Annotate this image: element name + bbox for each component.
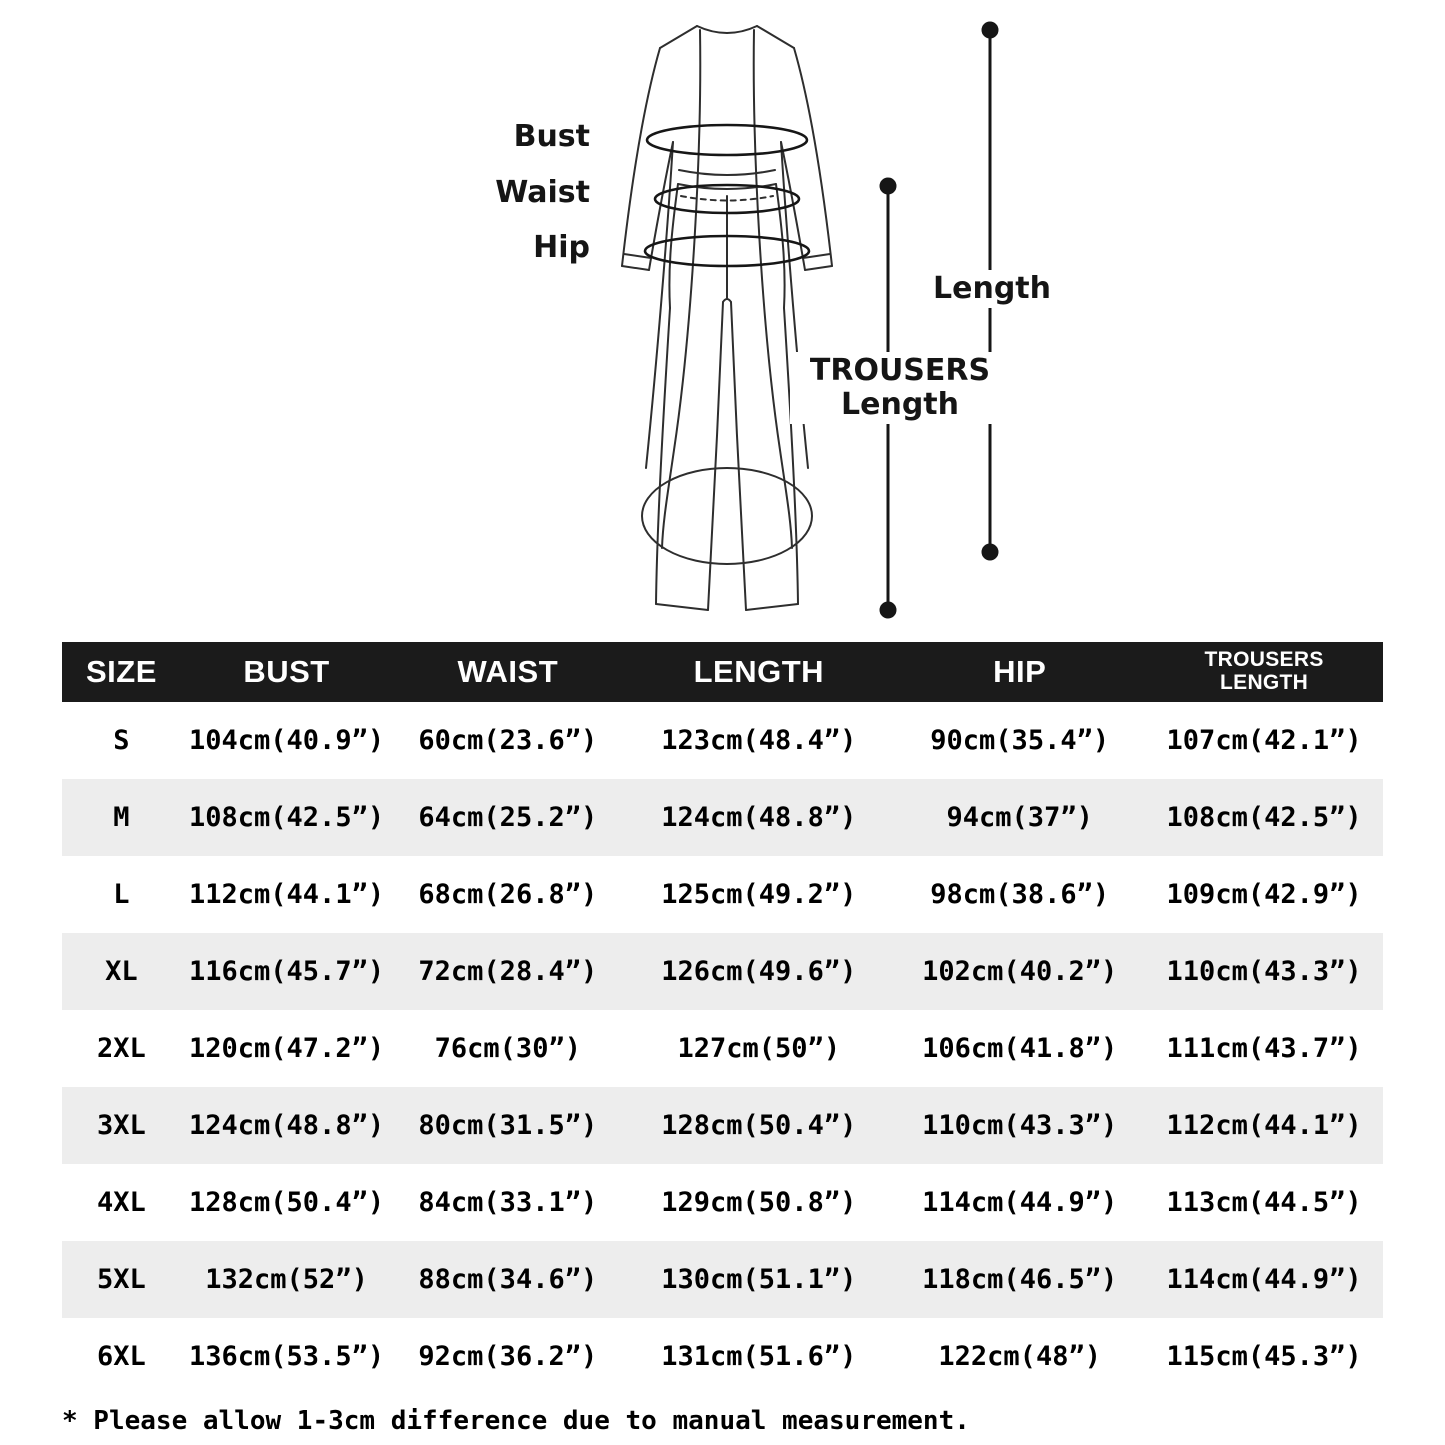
measurement-cell: 94cm(37”)	[946, 802, 1093, 833]
measurement-cell: 120cm(47.2”)	[189, 1033, 385, 1064]
measurement-cell: 130cm(51.1”)	[661, 1264, 857, 1295]
size-cell: 4XL	[97, 1187, 146, 1218]
size-cell: S	[113, 725, 130, 756]
measurement-cell: 60cm(23.6”)	[418, 725, 598, 756]
measurement-cell: 110cm(43.3”)	[1166, 956, 1362, 987]
size-cell: M	[113, 802, 130, 833]
header-trousers-length: TROUSERS LENGTH	[1145, 642, 1383, 702]
size-cell: 5XL	[97, 1264, 146, 1295]
measurement-cell: 122cm(48”)	[938, 1341, 1101, 1372]
size-cell: 3XL	[97, 1110, 146, 1141]
hip-label: Hip	[533, 230, 590, 265]
cardigan-outline	[621, 25, 833, 611]
length-label: Length	[930, 270, 1054, 308]
measurement-cell: 129cm(50.8”)	[661, 1187, 857, 1218]
size-table-body: S 104cm(40.9”) 60cm(23.6”) 123cm(48.4”) 90cm…	[62, 702, 1383, 1395]
table-row: XL 116cm(45.7”) 72cm(28.4”) 126cm(49.6”) 102…	[62, 933, 1383, 1010]
table-row: M 108cm(42.5”) 64cm(25.2”) 124cm(48.8”) 94cm…	[62, 779, 1383, 856]
measurement-cell: 80cm(31.5”)	[418, 1110, 598, 1141]
header-trousers-length-text: TROUSERS LENGTH	[1204, 648, 1324, 694]
measurement-cell: 112cm(44.1”)	[1166, 1110, 1362, 1141]
measurement-cell: 109cm(42.9”)	[1166, 879, 1362, 910]
size-table: SIZE BUST WAIST LENGTH HIP TROUSERS LENG…	[62, 642, 1383, 1395]
measurement-cell: 102cm(40.2”)	[922, 956, 1118, 987]
table-row: 2XL 120cm(47.2”) 76cm(30”) 127cm(50”) 106cm(…	[62, 1010, 1383, 1087]
measurement-cell: 124cm(48.8”)	[661, 802, 857, 833]
garment-diagram: Bust Waist Hip Length TROUSERS Length	[0, 0, 1445, 642]
measurement-cell: 116cm(45.7”)	[189, 956, 385, 987]
measurement-cell: 123cm(48.4”)	[661, 725, 857, 756]
measurement-cell: 92cm(36.2”)	[418, 1341, 598, 1372]
measurement-cell: 104cm(40.9”)	[189, 725, 385, 756]
measurement-cell: 126cm(49.6”)	[661, 956, 857, 987]
measurement-cell: 98cm(38.6”)	[930, 879, 1110, 910]
measurement-cell: 90cm(35.4”)	[930, 725, 1110, 756]
table-header-row: SIZE BUST WAIST LENGTH HIP TROUSERS LENG…	[62, 642, 1383, 702]
measurement-cell: 128cm(50.4”)	[661, 1110, 857, 1141]
measurement-cell: 107cm(42.1”)	[1166, 725, 1362, 756]
measurement-cell: 72cm(28.4”)	[418, 956, 598, 987]
measurement-cell: 132cm(52”)	[205, 1264, 368, 1295]
waist-label: Waist	[495, 175, 590, 210]
measurement-cell: 114cm(44.9”)	[922, 1187, 1118, 1218]
measurement-cell: 108cm(42.5”)	[1166, 802, 1362, 833]
header-hip: HIP	[894, 642, 1146, 702]
size-cell: XL	[105, 956, 138, 987]
trousers-length-label-line2: Length	[841, 387, 959, 422]
header-waist: WAIST	[392, 642, 624, 702]
measurement-cell: 106cm(41.8”)	[922, 1033, 1118, 1064]
measurement-cell: 131cm(51.6”)	[661, 1341, 857, 1372]
measurement-cell: 128cm(50.4”)	[189, 1187, 385, 1218]
size-cell: L	[113, 879, 130, 910]
table-row: 3XL 124cm(48.8”) 80cm(31.5”) 128cm(50.4”) 11…	[62, 1087, 1383, 1164]
measurement-cell: 124cm(48.8”)	[189, 1110, 385, 1141]
garment-illustration	[621, 21, 999, 619]
trousers-length-label: TROUSERS Length	[790, 352, 1010, 424]
table-row: 6XL 136cm(53.5”) 92cm(36.2”) 131cm(51.6”) 12…	[62, 1318, 1383, 1395]
header-length: LENGTH	[623, 642, 895, 702]
measurement-cell: 110cm(43.3”)	[922, 1110, 1118, 1141]
table-row: L 112cm(44.1”) 68cm(26.8”) 125cm(49.2”) 98cm…	[62, 856, 1383, 933]
measurement-ellipses	[643, 123, 811, 268]
measurement-cell: 64cm(25.2”)	[418, 802, 598, 833]
measurement-cell: 108cm(42.5”)	[189, 802, 385, 833]
measurement-note: * Please allow 1-3cm difference due to m…	[62, 1406, 970, 1436]
measurement-cell: 111cm(43.7”)	[1166, 1033, 1362, 1064]
bust-label: Bust	[513, 119, 590, 154]
measurement-cell: 115cm(45.3”)	[1166, 1341, 1362, 1372]
measurement-cell: 68cm(26.8”)	[418, 879, 598, 910]
measurement-cell: 88cm(34.6”)	[418, 1264, 598, 1295]
header-size: SIZE	[62, 642, 181, 702]
measurement-cell: 136cm(53.5”)	[189, 1341, 385, 1372]
trousers-length-label-line1: TROUSERS	[809, 353, 991, 388]
size-cell: 2XL	[97, 1033, 146, 1064]
size-cell: 6XL	[97, 1341, 146, 1372]
measurement-cell: 76cm(30”)	[434, 1033, 581, 1064]
table-row: 5XL 132cm(52”) 88cm(34.6”) 130cm(51.1”) 118c…	[62, 1241, 1383, 1318]
measurement-cell: 84cm(33.1”)	[418, 1187, 598, 1218]
header-bust: BUST	[180, 642, 393, 702]
measurement-cell: 127cm(50”)	[677, 1033, 841, 1064]
measurement-cell: 118cm(46.5”)	[922, 1264, 1118, 1295]
measurement-cell: 113cm(44.5”)	[1166, 1187, 1362, 1218]
measurement-cell: 125cm(49.2”)	[661, 879, 857, 910]
measurement-cell: 114cm(44.9”)	[1166, 1264, 1362, 1295]
measurement-cell: 112cm(44.1”)	[189, 879, 385, 910]
table-row: 4XL 128cm(50.4”) 84cm(33.1”) 129cm(50.8”) 11…	[62, 1164, 1383, 1241]
table-row: S 104cm(40.9”) 60cm(23.6”) 123cm(48.4”) 90cm…	[62, 702, 1383, 779]
